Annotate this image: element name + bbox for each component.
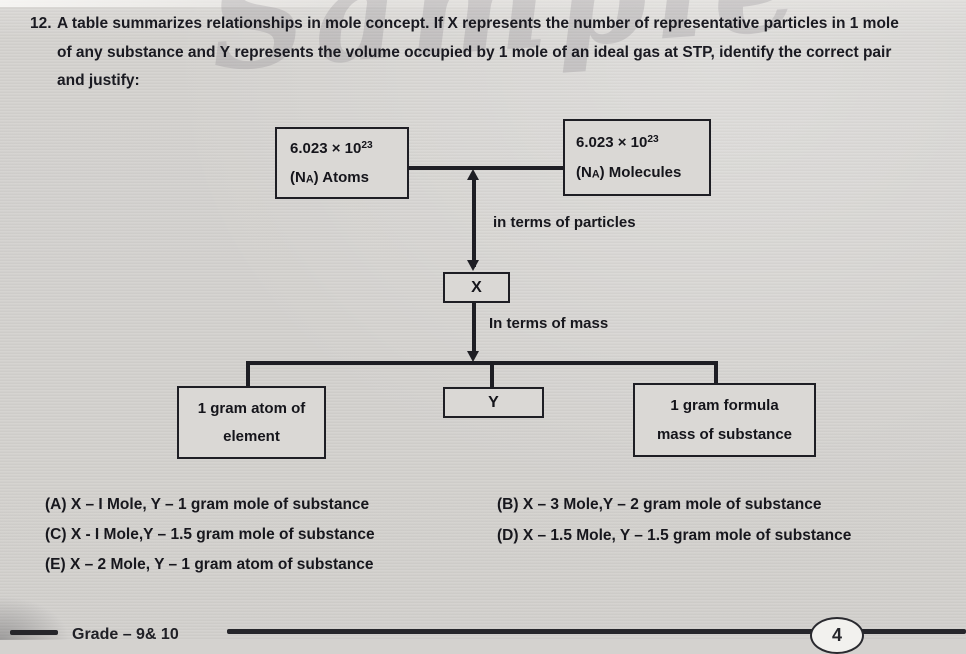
page-number-badge: 4: [810, 617, 864, 654]
footer-left-tick: [10, 630, 58, 635]
page-footer: Grade – 9& 10 4: [10, 617, 966, 654]
grade-label: Grade – 9& 10: [72, 626, 179, 643]
